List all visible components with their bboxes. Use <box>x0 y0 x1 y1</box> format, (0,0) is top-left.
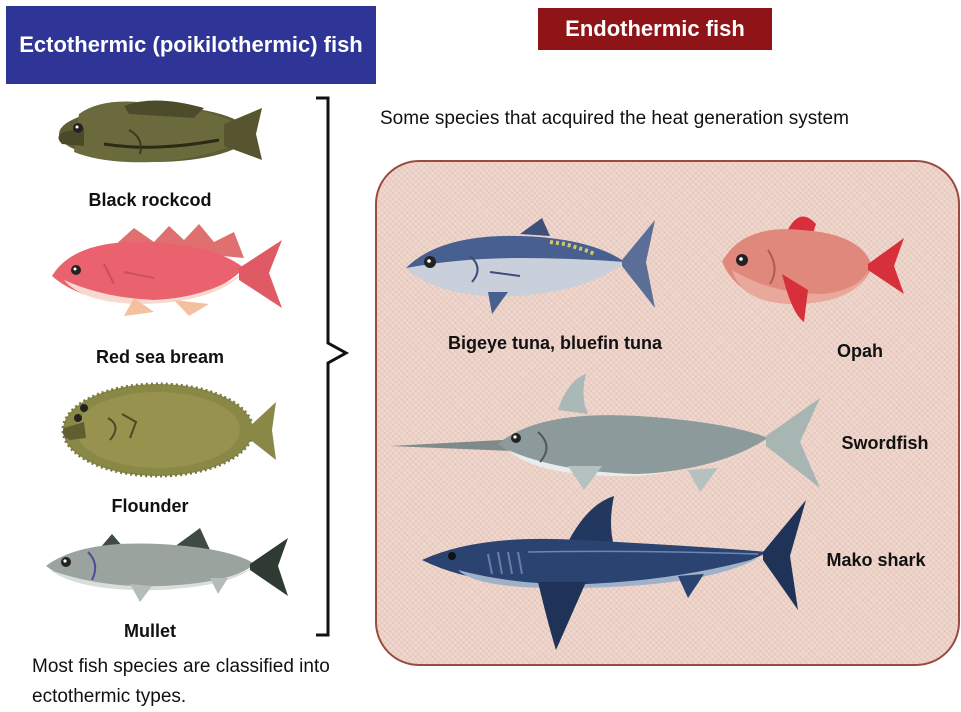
tuna-image <box>400 212 660 322</box>
endothermic-subtitle: Some species that acquired the heat gene… <box>380 108 849 130</box>
mullet-image <box>40 518 290 608</box>
ectothermic-header: Ectothermic (poikilothermic) fish <box>6 6 376 84</box>
swordfish-image <box>388 370 828 500</box>
red-sea-bream-image <box>44 218 284 318</box>
opah-label: Opah <box>790 341 930 362</box>
opah-image <box>712 204 912 324</box>
endothermic-header: Endothermic fish <box>538 8 772 50</box>
flounder-label: Flounder <box>40 496 260 517</box>
bracket <box>300 95 360 640</box>
black-rockcod-label: Black rockcod <box>40 190 260 211</box>
black-rockcod-image <box>44 94 264 174</box>
mako-shark-image <box>418 494 808 654</box>
mullet-label: Mullet <box>40 621 260 642</box>
mako-shark-label: Mako shark <box>796 550 956 571</box>
flounder-image <box>58 378 278 478</box>
swordfish-label: Swordfish <box>820 433 950 454</box>
ectothermic-note: Most fish species are classified into ec… <box>32 652 342 712</box>
tuna-label: Bigeye tuna, bluefin tuna <box>410 333 700 354</box>
red-sea-bream-label: Red sea bream <box>40 347 280 368</box>
